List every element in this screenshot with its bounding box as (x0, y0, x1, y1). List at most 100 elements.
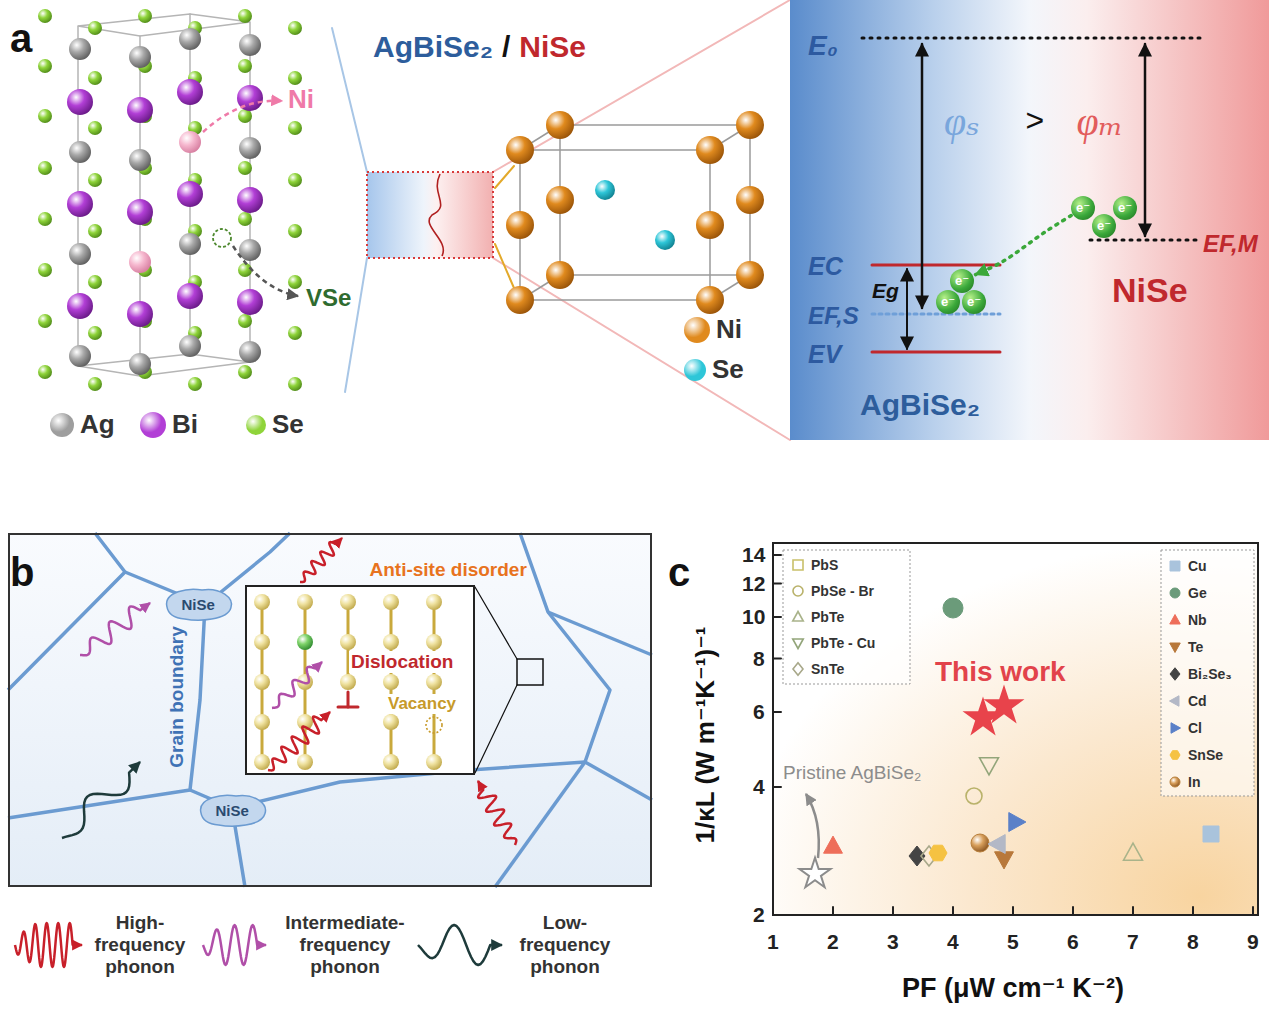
legend-item: Cd (1167, 693, 1207, 709)
se-atom (38, 161, 52, 175)
vacancy-site (426, 717, 442, 733)
node-label: Dislocation (349, 651, 455, 673)
ni-atom (736, 261, 764, 289)
legend-item: Ag (50, 410, 115, 440)
legend-sample (790, 557, 806, 573)
legend-sample (790, 583, 806, 599)
node-label: Grain boundary (165, 626, 187, 767)
legend-item: Ni (684, 315, 742, 345)
figure-label: VSe (306, 284, 351, 312)
data-marker (793, 560, 803, 570)
ni-atom (696, 211, 724, 239)
legend-item: Low-frequency phonon (510, 912, 620, 978)
legend-text: PbS (811, 557, 838, 573)
electron-label: e⁻ (967, 295, 981, 310)
legend-text: Ni (716, 315, 742, 345)
lattice-atom (254, 674, 270, 690)
lattice-atom (383, 634, 399, 650)
axis-tick (773, 711, 781, 713)
legend-item: High-frequency phonon (85, 912, 195, 978)
plot-frame (773, 543, 1258, 915)
legend-sample (1167, 747, 1183, 763)
scatter-chart (773, 543, 1258, 915)
legend-text: SnTe (811, 661, 844, 677)
electron: e⁻ (1071, 196, 1095, 220)
precipitate-shape (166, 589, 231, 620)
se-atom (88, 173, 102, 187)
nise-precipitate: NiSe (164, 588, 233, 621)
legend-item: Bi (140, 410, 198, 440)
legend-item: SnTe (790, 661, 844, 677)
electron-label: e⁻ (1118, 201, 1132, 216)
lattice-atom (340, 634, 356, 650)
axis-tick (773, 554, 781, 556)
legend-text: Bi₂Se₃ (1188, 666, 1232, 682)
cube-edge (560, 125, 750, 275)
figure-label: φₛ (944, 99, 980, 145)
legend-text: Low-frequency phonon (510, 912, 620, 978)
energy-band-panel: AgBiSe₂NiSee⁻e⁻e⁻e⁻e⁻e⁻ (790, 0, 1269, 440)
se-atom (88, 326, 102, 340)
energy-band-ground (790, 0, 1269, 440)
se-atom (288, 224, 302, 238)
lattice-atom (426, 594, 442, 610)
ag-atom (239, 137, 261, 159)
ag-atom (129, 353, 151, 375)
data-marker (988, 835, 1005, 854)
legend-text: Cu (1188, 558, 1207, 574)
energy-diagram (790, 0, 1269, 440)
ag-atom (239, 239, 261, 261)
phonon-wave (80, 603, 150, 655)
se-atom (38, 365, 52, 379)
header-text: NiSe (519, 30, 586, 65)
lattice-atom (383, 714, 399, 730)
grain-boundary-line (8, 605, 205, 818)
figure-label: 5 (1007, 930, 1019, 954)
legend-sample (1167, 639, 1183, 655)
figure-label: EF,M (1203, 230, 1258, 258)
se-atom (88, 21, 102, 35)
lattice-atom (297, 594, 313, 610)
ni-atom (546, 186, 574, 214)
legend-sample (1167, 693, 1183, 709)
figure-label: 6 (753, 700, 765, 724)
lattice-atom (340, 674, 356, 690)
axis-tick (1192, 907, 1194, 915)
data-marker (1170, 777, 1180, 787)
se-atom (38, 9, 52, 23)
figure-label: 8 (753, 647, 765, 671)
legend-item: Bi₂Se₃ (1167, 666, 1232, 682)
electron: e⁻ (936, 290, 960, 314)
precipitate-shape (200, 795, 265, 826)
legend-text: Se (712, 355, 744, 385)
legend-text: PbSe - Br (811, 583, 874, 599)
legend-swatch (140, 412, 166, 438)
legend-item: Cl (1167, 720, 1202, 736)
se-atom (238, 212, 252, 226)
ag-atom (129, 46, 151, 68)
figure-label: 4 (947, 930, 959, 954)
figure-label: 6 (1067, 930, 1079, 954)
node-label: NiSe (216, 802, 249, 819)
conduction-band-edge (872, 264, 1000, 267)
bi-atom (177, 79, 203, 105)
se-atom (238, 314, 252, 328)
node-label: NiSe (1112, 271, 1188, 310)
data-marker (793, 663, 803, 676)
crystal-structure (38, 9, 367, 392)
interface-zoom (367, 0, 790, 440)
data-marker (929, 845, 947, 861)
se-atom (288, 275, 302, 289)
legend-sample (790, 609, 806, 625)
ag-atom (129, 149, 151, 171)
vacuum-level (862, 37, 1200, 40)
lattice-atom (340, 594, 356, 610)
figure-label: 7 (1127, 930, 1139, 954)
legend-swatch (246, 415, 266, 435)
legend-sample (1167, 720, 1183, 736)
data-marker (1203, 826, 1219, 842)
electron: e⁻ (962, 290, 986, 314)
figure-label: 1/κL (W m⁻¹K⁻¹)⁻¹ (690, 626, 720, 843)
figure-label: 3 (887, 930, 899, 954)
